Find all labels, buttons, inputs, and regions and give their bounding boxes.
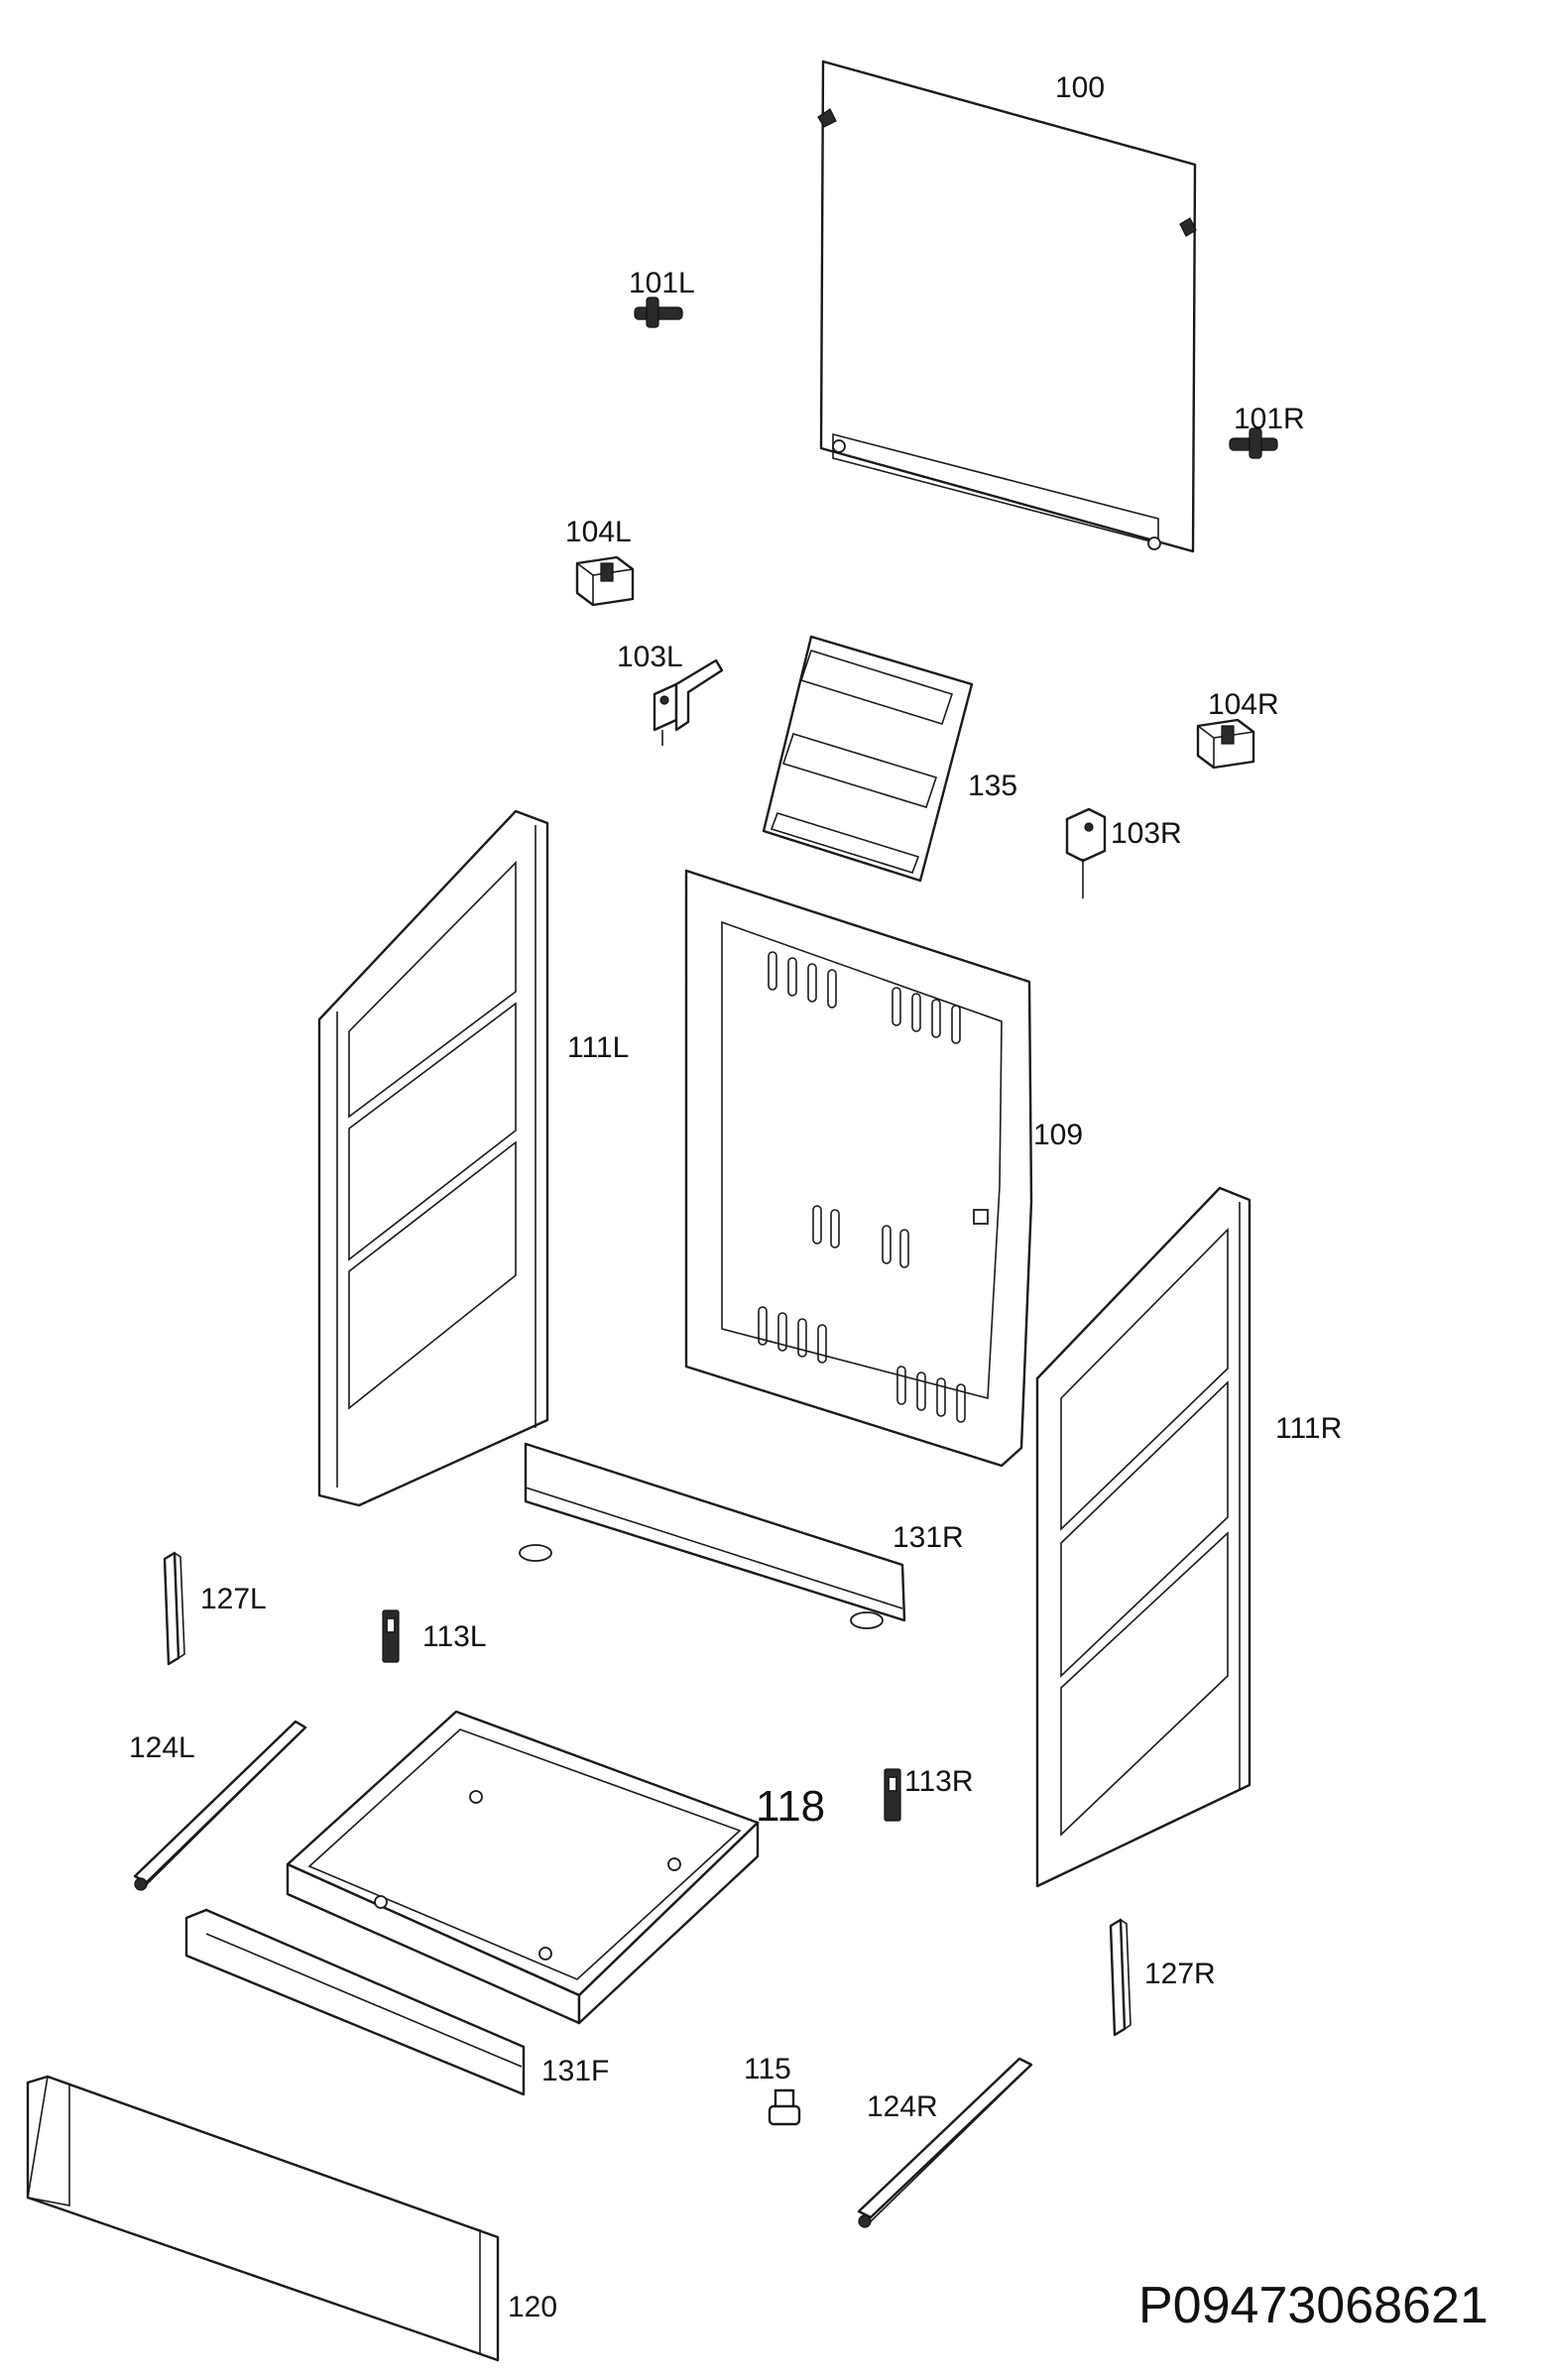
part-100-back-panel[interactable] bbox=[817, 60, 1197, 553]
part-104R-block[interactable] bbox=[1196, 718, 1255, 770]
part-124L-runner[interactable] bbox=[133, 1720, 307, 1891]
label-103R: 103R bbox=[1111, 817, 1182, 850]
label-104L: 104L bbox=[565, 516, 632, 548]
drawing-code: P09473068621 bbox=[1138, 2277, 1488, 2334]
label-101R: 101R bbox=[1234, 403, 1305, 435]
label-104R: 104R bbox=[1208, 688, 1279, 721]
label-124R: 124R bbox=[867, 2090, 938, 2123]
part-115-fitting[interactable] bbox=[768, 2088, 801, 2126]
part-120-front-panel[interactable] bbox=[26, 2075, 500, 2362]
label-135: 135 bbox=[968, 770, 1017, 802]
part-113L-latch[interactable] bbox=[382, 1609, 400, 1663]
part-103R-bracket[interactable] bbox=[1065, 807, 1107, 898]
label-111R: 111R bbox=[1275, 1412, 1342, 1445]
label-101L: 101L bbox=[629, 267, 695, 299]
part-109-inner-back-panel[interactable] bbox=[684, 869, 1033, 1468]
part-124R-runner[interactable] bbox=[857, 2057, 1033, 2228]
part-127L-bracket[interactable] bbox=[163, 1551, 185, 1666]
part-127R-bracket[interactable] bbox=[1109, 1918, 1131, 2037]
label-113L: 113L bbox=[422, 1620, 487, 1653]
label-115: 115 bbox=[744, 2053, 791, 2085]
part-131R-rear-rail[interactable] bbox=[519, 1442, 906, 1629]
part-135-vent-panel[interactable] bbox=[762, 635, 974, 883]
label-120: 120 bbox=[508, 2291, 557, 2323]
label-131R: 131R bbox=[893, 1521, 964, 1554]
label-127R: 127R bbox=[1144, 1958, 1216, 1990]
part-113R-latch[interactable] bbox=[884, 1768, 901, 1822]
part-111R-right-side-panel[interactable] bbox=[1035, 1186, 1251, 1888]
part-131F-front-rail[interactable] bbox=[184, 1908, 526, 2096]
part-101L-screw[interactable] bbox=[634, 297, 683, 328]
part-111L-left-side-panel[interactable] bbox=[317, 809, 549, 1507]
label-113R: 113R bbox=[904, 1765, 974, 1798]
label-124L: 124L bbox=[129, 1731, 195, 1764]
label-109: 109 bbox=[1033, 1119, 1083, 1151]
label-127L: 127L bbox=[200, 1583, 267, 1615]
label-118: 118 bbox=[756, 1782, 825, 1831]
part-101R-screw[interactable] bbox=[1229, 427, 1278, 459]
part-103L-bracket[interactable] bbox=[653, 658, 724, 746]
label-103L: 103L bbox=[617, 641, 683, 673]
part-104L-block[interactable] bbox=[575, 555, 635, 607]
label-131F: 131F bbox=[541, 2055, 609, 2087]
part-118-drawer-tray[interactable] bbox=[286, 1710, 760, 2025]
label-100: 100 bbox=[1055, 71, 1105, 104]
label-111L: 111L bbox=[567, 1031, 629, 1064]
